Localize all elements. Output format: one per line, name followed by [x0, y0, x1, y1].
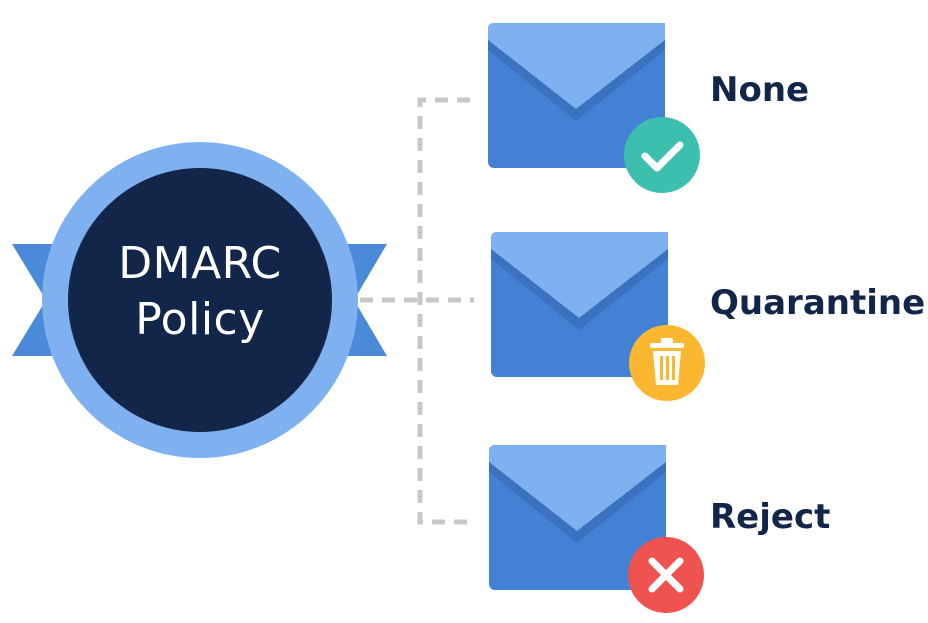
check-icon [624, 117, 700, 193]
policy-title-line2: Policy [135, 294, 265, 345]
policy-badge-title: DMARC Policy [68, 236, 332, 348]
envelope-none [488, 23, 700, 193]
connector-lines [360, 97, 474, 525]
envelope-quarantine [491, 232, 705, 401]
policy-title-line1: DMARC [118, 238, 282, 289]
connector-to-none [417, 97, 472, 525]
envelope-reject [489, 445, 704, 613]
check-mark [641, 141, 684, 172]
badge-inner-disc [68, 168, 332, 432]
option-label-reject: Reject [710, 497, 831, 537]
envelope-flap [488, 23, 665, 109]
option-label-none: None [710, 70, 810, 110]
envelope-flap [489, 445, 666, 531]
option-label-quarantine: Quarantine [710, 283, 926, 323]
envelope-flap [491, 232, 668, 318]
x-icon [648, 557, 684, 593]
